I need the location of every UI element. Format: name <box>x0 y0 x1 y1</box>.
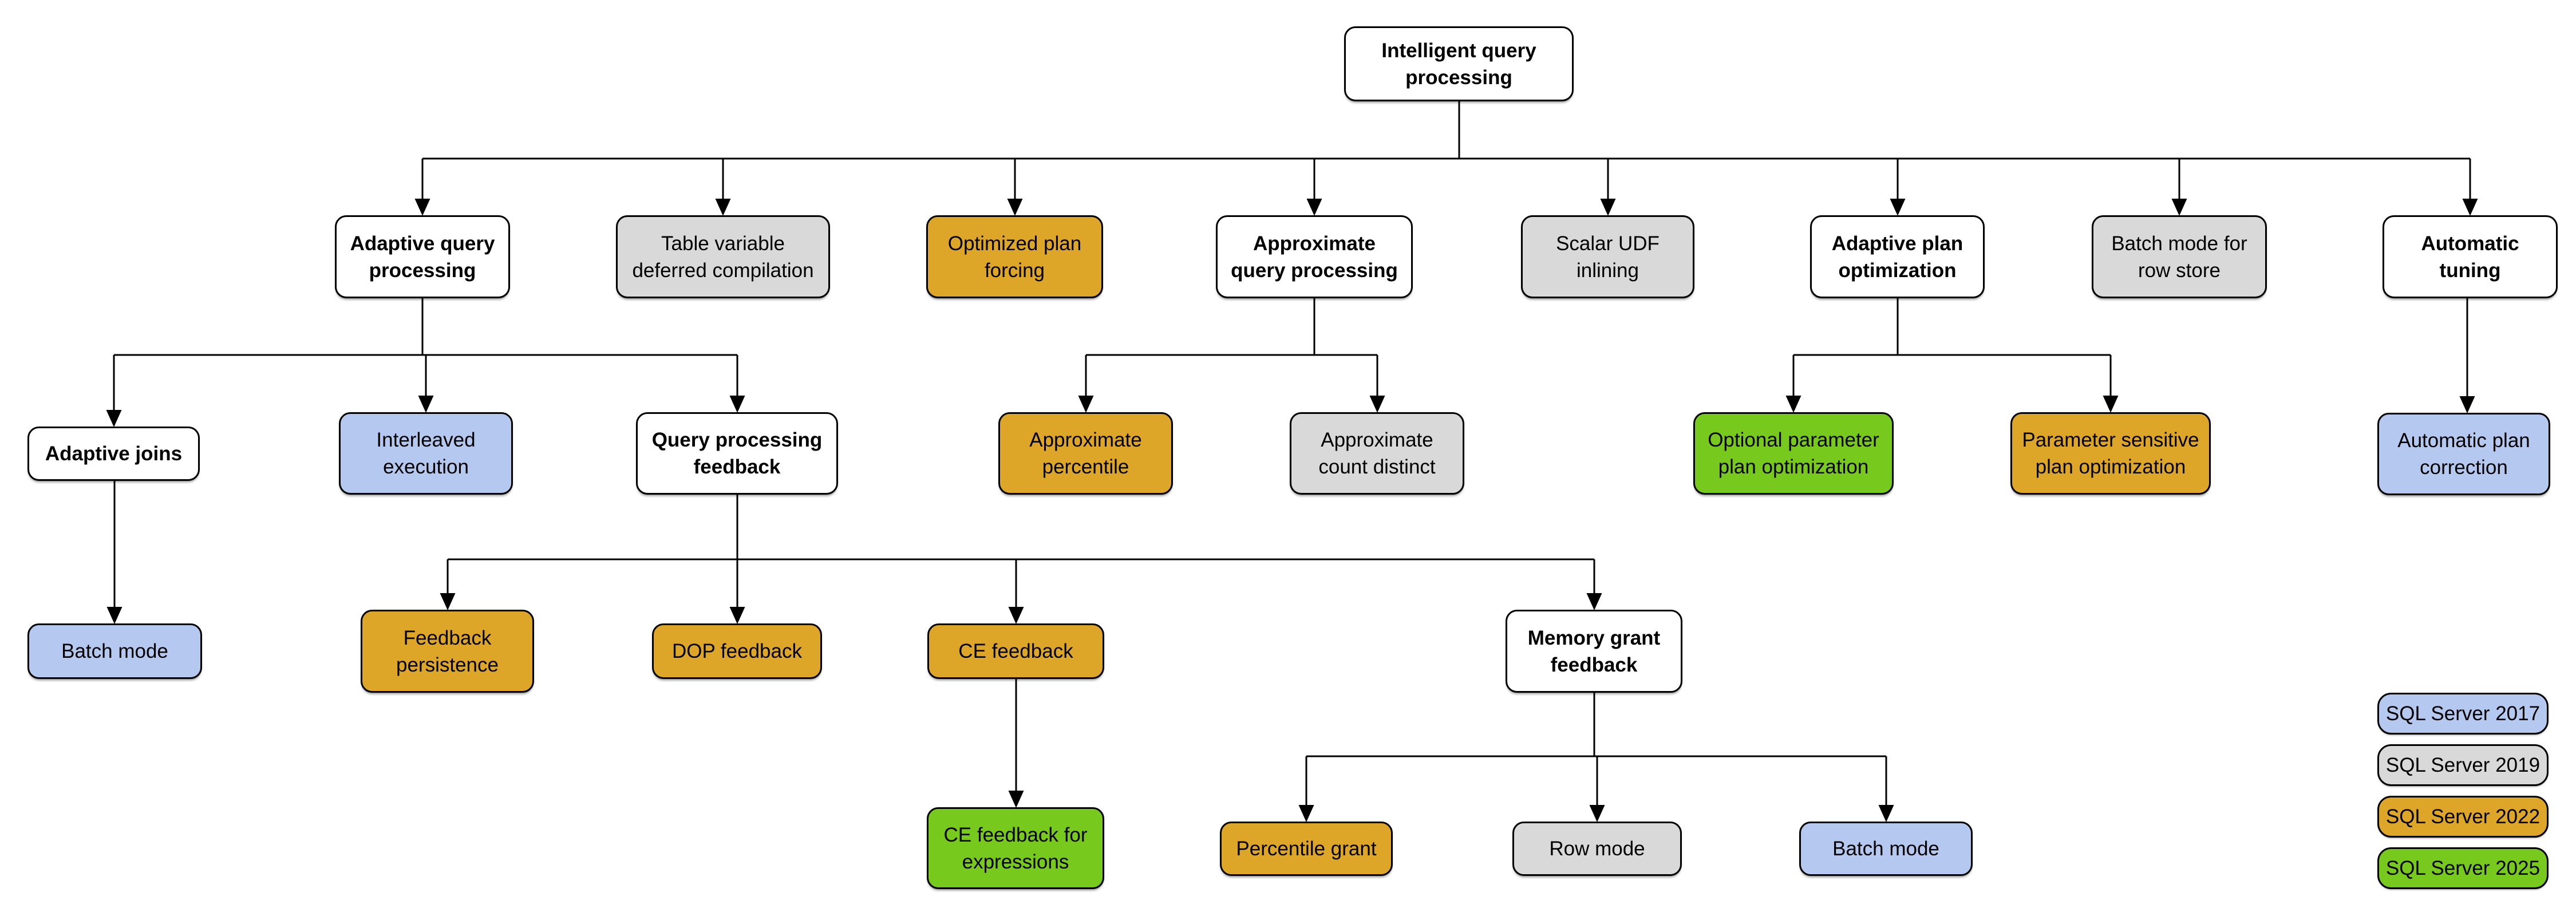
node-udf: Scalar UDF inlining <box>1521 215 1694 298</box>
node-label: DOP feedback <box>672 640 802 662</box>
connector-lines <box>106 101 2478 822</box>
node-label: Batch mode <box>1832 838 1939 860</box>
node-label: Adaptive joins <box>45 443 183 465</box>
node-label: Optional parameter plan optimization <box>1708 429 1879 478</box>
node-label: Approximate percentile <box>1029 429 1142 478</box>
legend-item-sql-server-2017: SQL Server 2017 <box>2377 693 2549 735</box>
node-label: Scalar UDF inlining <box>1556 232 1660 282</box>
node-label: Row mode <box>1549 838 1645 860</box>
legend-item-sql-server-2022: SQL Server 2022 <box>2377 796 2549 838</box>
node-label: Interleaved execution <box>376 429 476 478</box>
legend-label: SQL Server 2017 <box>2385 702 2541 725</box>
node-apc: Automatic plan correction <box>2377 413 2550 495</box>
node-pg: Percentile grant <box>1220 822 1393 876</box>
node-ie: Interleaved execution <box>339 412 513 495</box>
node-qpf: Query processing feedback <box>636 412 838 495</box>
node-label: Adaptive plan optimization <box>1831 232 1963 282</box>
legend-label: SQL Server 2019 <box>2385 753 2541 776</box>
legend-item-sql-server-2019: SQL Server 2019 <box>2377 744 2549 786</box>
node-root: Intelligent query processing <box>1344 26 1574 101</box>
legend-label: SQL Server 2022 <box>2385 805 2541 828</box>
node-opf: Optimized plan forcing <box>926 215 1103 298</box>
node-at: Automatic tuning <box>2383 215 2558 298</box>
node-label: CE feedback for expressions <box>943 823 1088 873</box>
node-rm: Row mode <box>1512 822 1682 876</box>
node-label: Table variable deferred compilation <box>632 232 814 282</box>
node-label: Automatic tuning <box>2421 232 2519 282</box>
node-label: Approximate query processing <box>1231 232 1398 282</box>
node-ceffe: CE feedback for expressions <box>927 807 1104 889</box>
legend-label: SQL Server 2025 <box>2385 856 2541 879</box>
node-label: Adaptive query processing <box>350 232 495 282</box>
node-label: Memory grant feedback <box>1527 626 1661 676</box>
node-label: Feedback persistence <box>396 626 499 676</box>
node-apo: Adaptive plan optimization <box>1810 215 1985 298</box>
node-label: Parameter sensitive plan optimization <box>2022 429 2199 478</box>
node-label: CE feedback <box>958 640 1073 662</box>
node-ap: Approximate percentile <box>998 412 1173 495</box>
node-pspo: Parameter sensitive plan optimization <box>2010 412 2211 495</box>
node-label: Approximate count distinct <box>1318 429 1436 478</box>
node-label: Optimized plan forcing <box>947 232 1082 282</box>
node-cef: CE feedback <box>927 623 1104 679</box>
node-oppo: Optional parameter plan optimization <box>1693 412 1894 495</box>
node-fp: Feedback persistence <box>361 610 534 693</box>
node-label: Intelligent query processing <box>1381 39 1536 89</box>
node-tvdc: Table variable deferred compilation <box>616 215 830 298</box>
node-bmrs: Batch mode for row store <box>2092 215 2267 298</box>
legend-item-sql-server-2025: SQL Server 2025 <box>2377 847 2549 889</box>
node-label: Automatic plan correction <box>2397 429 2530 479</box>
node-label: Batch mode <box>61 640 168 662</box>
node-aqp: Adaptive query processing <box>335 215 510 298</box>
node-mgf: Memory grant feedback <box>1506 610 1682 693</box>
node-acd: Approximate count distinct <box>1290 412 1464 495</box>
node-label: Batch mode for row store <box>2111 232 2247 282</box>
node-bm1: Batch mode <box>27 623 202 679</box>
node-axqp: Approximate query processing <box>1216 215 1413 298</box>
node-dop: DOP feedback <box>652 623 822 679</box>
node-label: Percentile grant <box>1236 838 1377 860</box>
node-aj: Adaptive joins <box>27 427 200 481</box>
node-bm2: Batch mode <box>1799 822 1973 876</box>
node-label: Query processing feedback <box>651 429 823 478</box>
